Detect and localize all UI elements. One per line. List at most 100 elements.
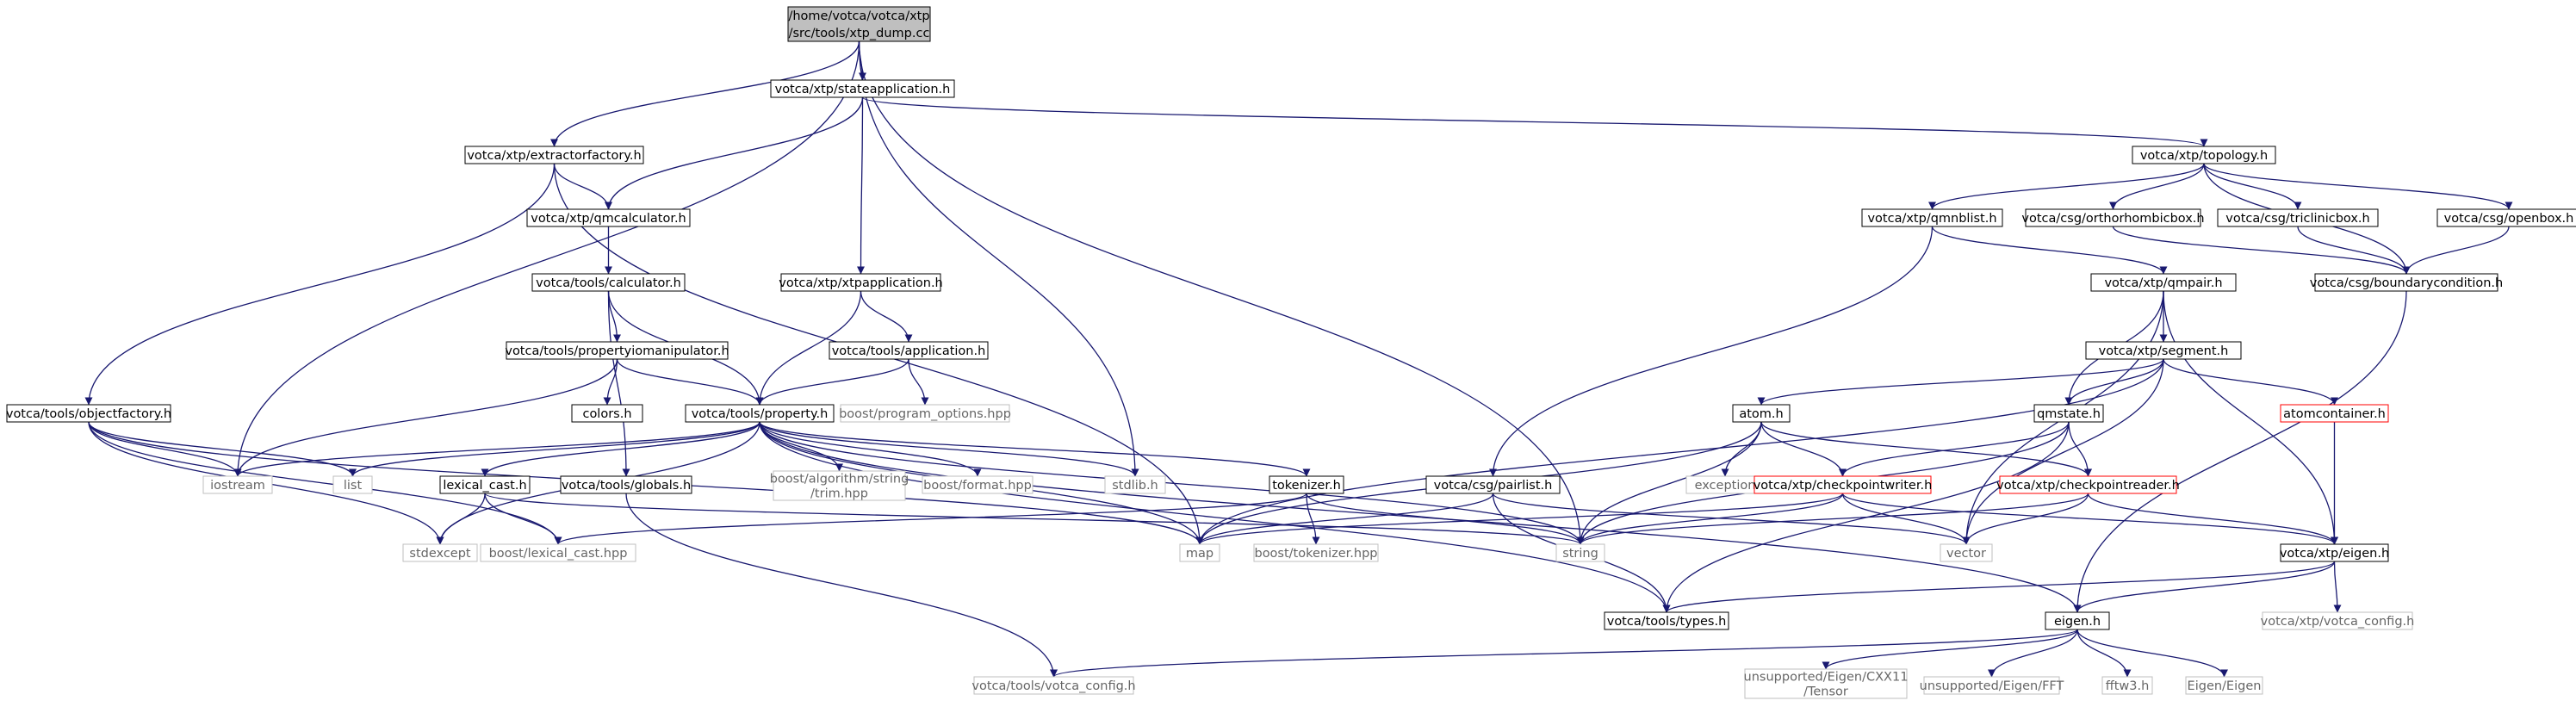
node-label: tokenizer.h	[1272, 479, 1341, 493]
node-label: string	[1562, 547, 1598, 561]
edge-tricl-to-bcond	[2297, 226, 2411, 275]
node-format: boost/format.hpp	[922, 475, 1034, 494]
node-colors[interactable]: colors.h	[571, 404, 643, 423]
node-pairlist[interactable]: votca/csg/pairlist.h	[1425, 475, 1561, 494]
node-box	[332, 475, 373, 494]
node-label: votca/csg/openbox.h	[2444, 212, 2574, 226]
node-box	[531, 273, 686, 292]
node-box	[571, 404, 643, 423]
node-box	[973, 676, 1134, 695]
node-box	[1269, 475, 1344, 494]
edge-atom-to-string	[1576, 421, 1762, 545]
edge-root-to-string	[858, 40, 1585, 545]
node-qmcalc[interactable]: votca/xtp/qmcalculator.h	[526, 208, 691, 227]
edge-propio-to-property	[616, 358, 764, 406]
node-tokenizer[interactable]: tokenizer.h	[1269, 475, 1344, 494]
node-eigen[interactable]: eigen.h	[2045, 611, 2110, 630]
node-box	[506, 341, 729, 360]
node-atom[interactable]: atom.h	[1732, 404, 1791, 423]
node-lexcast[interactable]: lexical_cast.h	[439, 475, 531, 494]
node-label: /trim.hpp	[810, 487, 868, 501]
node-extractor[interactable]: votca/xtp/extractorfactory.h	[464, 146, 644, 164]
node-bcond[interactable]: votca/csg/boundarycondition.h	[2310, 273, 2503, 292]
edge-segment-to-atomcontainer	[2163, 358, 2338, 406]
edge-topology-to-openbox	[2203, 163, 2513, 210]
node-fftw3: fftw3.h	[2101, 676, 2153, 695]
node-openbox[interactable]: votca/csg/openbox.h	[2436, 208, 2576, 227]
node-box	[2314, 273, 2498, 292]
node-propio[interactable]: votca/tools/propertyiomanipulator.h	[505, 341, 729, 360]
edge-toolsapp-to-progopts	[908, 358, 929, 406]
node-label: boost/algorithm/string	[770, 473, 909, 487]
node-toolsapp[interactable]: votca/tools/application.h	[829, 341, 989, 360]
edge-property-to-lexcast	[481, 421, 760, 477]
node-types[interactable]: votca/tools/types.h	[1604, 611, 1729, 630]
node-btokenizer: boost/tokenizer.hpp	[1253, 543, 1379, 562]
node-box	[770, 79, 955, 98]
node-box	[560, 475, 692, 494]
node-label: eigen.h	[2054, 615, 2101, 629]
edge-eigen-to-fftw3	[2076, 629, 2132, 678]
node-cpwriter[interactable]: votca/xtp/checkpointwriter.h	[1754, 475, 1933, 494]
node-stateapp[interactable]: votca/xtp/stateapplication.h	[770, 79, 955, 98]
edge-xtpapp-to-toolsapp	[860, 290, 913, 343]
node-objfactory[interactable]: votca/tools/objectfactory.h	[6, 404, 171, 423]
node-ortho[interactable]: votca/csg/orthorhombicbox.h	[2021, 208, 2205, 227]
node-label: unsupported/Eigen/CXX11	[1744, 671, 1909, 685]
node-trim: boost/algorithm/string/trim.hpp	[770, 470, 909, 501]
edge-globals-to-toolsvc	[625, 493, 1058, 678]
node-label: /home/votca/votca/xtp	[788, 9, 929, 23]
node-label: atomcontainer.h	[2283, 407, 2386, 421]
node-globals[interactable]: votca/tools/globals.h	[560, 475, 692, 494]
edge-segment-to-atom	[1757, 358, 2164, 406]
edge-property-to-tokenizer	[759, 421, 1311, 477]
edge-root-to-extractor	[550, 40, 860, 147]
node-box	[2185, 676, 2263, 695]
node-box	[1425, 475, 1561, 494]
node-box	[1253, 543, 1379, 562]
node-segment[interactable]: votca/xtp/segment.h	[2085, 341, 2242, 360]
node-label: votca/tools/types.h	[1607, 615, 1727, 629]
edge-property-to-string	[759, 421, 1585, 545]
edge-root-to-stdlib	[858, 40, 1139, 477]
edge-atom-to-exception	[1721, 421, 1762, 477]
node-toolsvc: votca/tools/votca_config.h	[971, 676, 1136, 695]
node-qmnblist[interactable]: votca/xtp/qmnblist.h	[1861, 208, 2003, 227]
node-xtpeigen[interactable]: votca/xtp/eigen.h	[2280, 543, 2389, 562]
node-label: iostream	[210, 479, 265, 493]
edge-cpreader-to-vector	[1962, 493, 2089, 545]
node-qmstate[interactable]: qmstate.h	[2033, 404, 2104, 423]
edge-extractor-to-objfactory	[84, 163, 556, 406]
node-label: votca/csg/orthorhombicbox.h	[2021, 212, 2204, 226]
node-calculator[interactable]: votca/tools/calculator.h	[531, 273, 686, 292]
edge-atom-to-cpreader	[1760, 421, 2092, 477]
node-cpreader[interactable]: votca/xtp/checkpointreader.h	[1996, 475, 2180, 494]
node-label: boost/lexical_cast.hpp	[489, 547, 628, 561]
node-qmpair[interactable]: votca/xtp/qmpair.h	[2090, 273, 2237, 292]
node-box	[2132, 146, 2276, 164]
node-label: stdexcept	[409, 547, 471, 561]
node-label: lexical_cast.h	[443, 479, 526, 493]
node-label: votca/xtp/qmnblist.h	[1867, 212, 1996, 226]
edge-cpwriter-to-string	[1576, 493, 1844, 545]
edge-extractor-to-qmcalc	[553, 163, 612, 210]
node-property[interactable]: votca/tools/property.h	[685, 404, 835, 423]
node-label: boost/format.hpp	[923, 479, 1032, 493]
node-box	[773, 470, 906, 501]
node-box	[1861, 208, 2003, 227]
node-box	[402, 543, 478, 562]
node-label: votca/xtp/qmcalculator.h	[531, 212, 686, 226]
node-box	[840, 404, 1010, 423]
node-topology[interactable]: votca/xtp/topology.h	[2132, 146, 2276, 164]
node-xtpapp[interactable]: votca/xtp/xtpapplication.h	[779, 273, 943, 292]
edge-propio-to-colors	[603, 358, 618, 406]
node-tricl[interactable]: votca/csg/triclinicbox.h	[2217, 208, 2379, 227]
edge-openbox-to-bcond	[2402, 226, 2510, 275]
node-box	[1104, 475, 1166, 494]
node-label: votca/xtp/xtpapplication.h	[779, 276, 943, 290]
node-label: votca/xtp/extractorfactory.h	[467, 149, 641, 163]
node-label: votca/xtp/segment.h	[2099, 344, 2229, 358]
node-box	[1179, 543, 1220, 562]
node-label: votca/tools/globals.h	[562, 479, 691, 493]
node-atomcontainer[interactable]: atomcontainer.h	[2280, 404, 2389, 423]
